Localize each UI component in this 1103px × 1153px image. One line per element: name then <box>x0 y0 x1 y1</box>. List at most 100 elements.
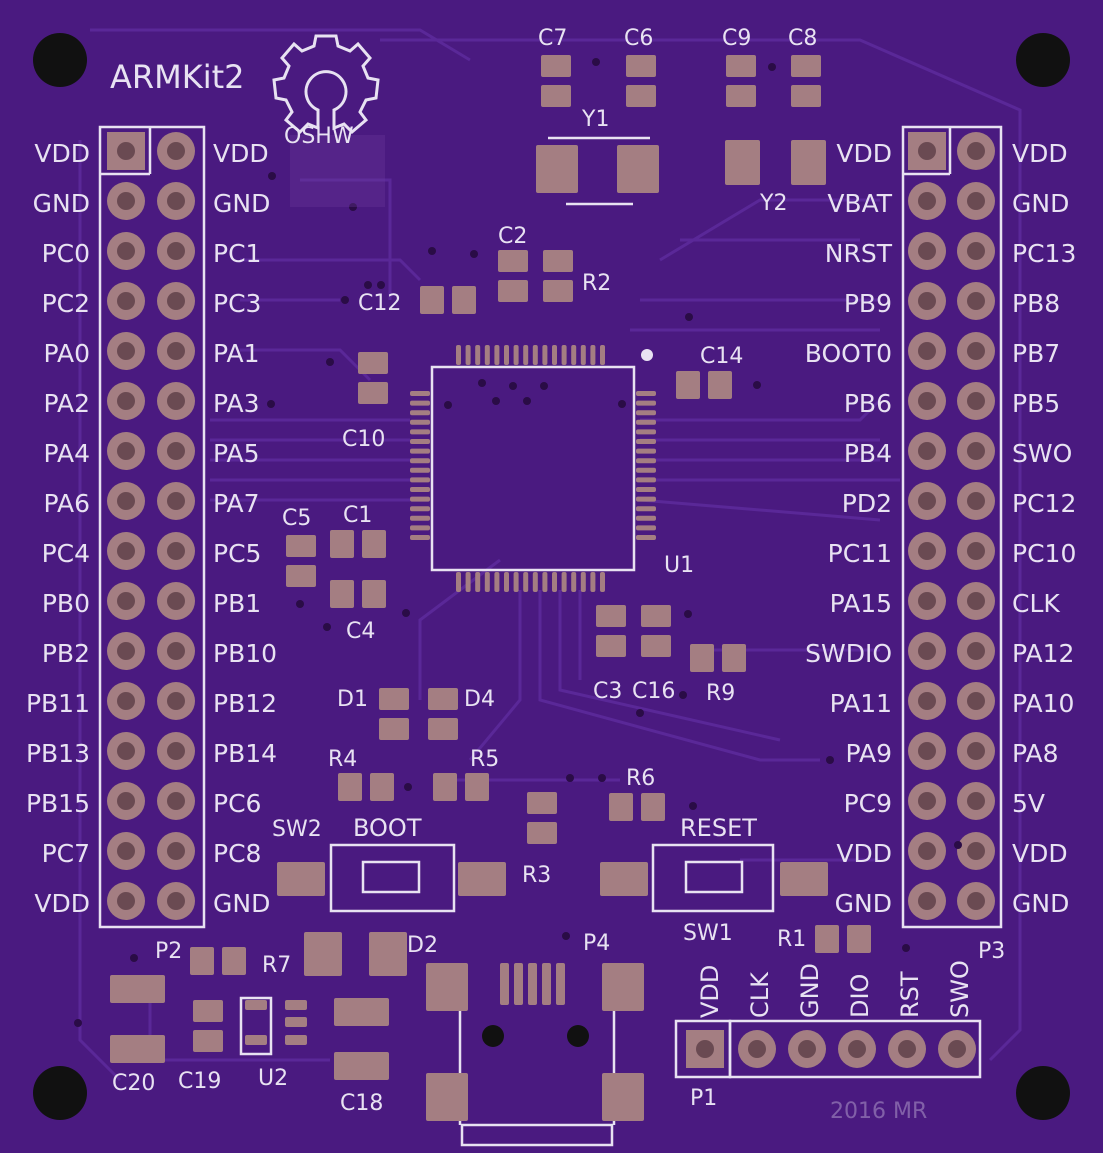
ref-label: P3 <box>978 939 1005 964</box>
smd-pad <box>552 572 557 592</box>
pin-label: SWDIO <box>805 639 892 668</box>
smd-pad <box>410 391 430 396</box>
smd-pad <box>636 429 656 435</box>
pin-label: GND <box>835 889 892 918</box>
pin-hole <box>967 542 985 560</box>
smd-pad <box>556 963 565 1005</box>
oshw-gear-icon <box>272 34 380 135</box>
smd-pad <box>410 506 430 512</box>
pin-hole <box>117 192 135 210</box>
smd-pad <box>636 467 656 473</box>
mounting-hole <box>33 33 87 87</box>
pin-label: PC0 <box>42 239 90 268</box>
ref-label: SW2 <box>272 817 322 842</box>
via <box>130 954 138 962</box>
swd-pin-label: VDD <box>696 965 724 1018</box>
pin-label: GND <box>1012 189 1069 218</box>
via <box>562 932 570 940</box>
pin-hole <box>167 842 185 860</box>
pin-label: PB8 <box>1012 289 1060 318</box>
ref-label: SW1 <box>683 921 733 946</box>
pin-hole <box>167 392 185 410</box>
pin1-marker <box>641 349 653 361</box>
pin-label: PB15 <box>26 789 90 818</box>
smd-pad <box>676 371 700 399</box>
ref-label: R7 <box>262 953 291 978</box>
usb-mount-hole <box>482 1025 504 1047</box>
pin-label: PC11 <box>828 539 892 568</box>
pin-label: GND <box>1012 889 1069 918</box>
smd-pad <box>330 530 354 558</box>
smd-pad <box>410 410 430 416</box>
smd-pad <box>452 286 476 314</box>
smd-pad <box>636 515 656 521</box>
smd-pad <box>379 688 409 710</box>
pin-label: PA5 <box>213 439 259 468</box>
smd-pad <box>602 963 644 1011</box>
smd-pad <box>330 580 354 608</box>
via <box>349 203 357 211</box>
smd-pad <box>362 580 386 608</box>
smd-pad <box>626 85 656 107</box>
mounting-hole <box>1016 33 1070 87</box>
smd-pad <box>590 572 596 592</box>
ref-label: U1 <box>664 553 694 578</box>
pin-label: PB12 <box>213 689 277 718</box>
smd-pad <box>600 862 648 896</box>
smd-pad <box>193 1030 223 1052</box>
pin-label: PA12 <box>1012 639 1074 668</box>
smd-pad <box>285 1035 307 1045</box>
smd-pad <box>561 572 567 592</box>
ref-label: C16 <box>632 679 675 704</box>
pin-label: CLK <box>1012 589 1060 618</box>
smd-pad <box>456 345 461 365</box>
pin-label: PC13 <box>1012 239 1076 268</box>
smd-pad <box>358 382 388 404</box>
smd-pad <box>498 250 528 272</box>
swd-pin-label: RST <box>896 971 924 1018</box>
reset-label: RESET <box>680 814 757 842</box>
via <box>598 774 606 782</box>
smd-pad <box>379 718 409 740</box>
component-pads <box>110 55 871 1121</box>
pin-hole <box>167 642 185 660</box>
pin-label: PA7 <box>213 489 259 518</box>
pin-hole <box>918 292 936 310</box>
ref-label: C19 <box>178 1069 221 1094</box>
smd-pad <box>536 145 578 193</box>
pin-hole <box>117 442 135 460</box>
via <box>341 296 349 304</box>
pin-label: 5V <box>1012 789 1045 818</box>
smd-pad <box>815 925 839 953</box>
pin-hole <box>918 342 936 360</box>
pin-label: PA9 <box>846 739 892 768</box>
pin-hole <box>117 242 135 260</box>
ref-label: D1 <box>337 687 368 712</box>
smd-pad <box>465 773 489 801</box>
ref-label: U2 <box>258 1066 288 1091</box>
pin-label: VDD <box>34 889 90 918</box>
via <box>902 944 910 952</box>
pin-label: SWO <box>1012 439 1072 468</box>
smd-pad <box>285 1017 307 1027</box>
pin-hole <box>918 392 936 410</box>
smd-pad <box>523 572 529 592</box>
pin-hole <box>967 742 985 760</box>
smd-pad <box>285 1000 307 1010</box>
smd-pad <box>494 572 500 592</box>
smd-pad <box>410 515 430 521</box>
via <box>364 281 372 289</box>
smd-pad <box>543 250 573 272</box>
smd-pad <box>571 345 577 365</box>
smd-pad <box>410 535 430 540</box>
pin-hole <box>167 292 185 310</box>
pin-hole <box>967 392 985 410</box>
pin-hole <box>167 492 185 510</box>
smd-pad <box>193 1000 223 1022</box>
smd-pad <box>636 535 656 540</box>
pin-hole <box>918 192 936 210</box>
pin-hole <box>918 542 936 560</box>
pin-label: PB4 <box>844 439 892 468</box>
smd-pad <box>410 419 430 425</box>
